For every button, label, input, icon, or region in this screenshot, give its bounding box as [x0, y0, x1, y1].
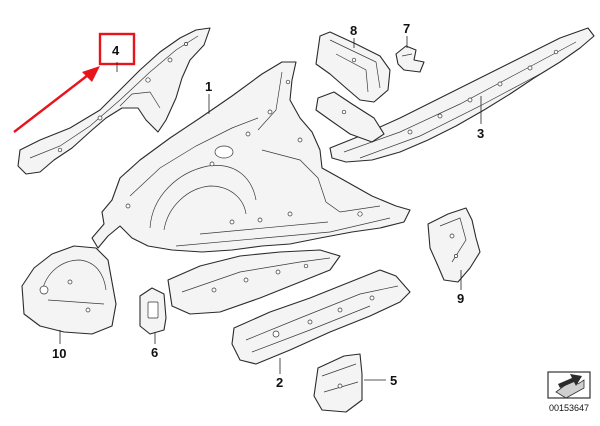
callout-4[interactable]: 4	[112, 43, 120, 58]
part-9-support-panel[interactable]	[427, 207, 481, 283]
part-4-upper-rail[interactable]	[17, 27, 211, 175]
part-1-wheelhouse-assembly[interactable]	[91, 61, 411, 253]
callout-10[interactable]: 10	[52, 346, 66, 361]
highlight-arrow-shaft	[13, 71, 93, 133]
callout-1[interactable]: 1	[205, 79, 212, 94]
highlight-arrow-head	[82, 66, 100, 82]
part-10-wheel-arch[interactable]	[21, 245, 117, 335]
part-5-box-reinforcement[interactable]	[313, 353, 363, 413]
part-8-reinforcement[interactable]	[315, 31, 391, 143]
callout-5[interactable]: 5	[390, 373, 397, 388]
callout-3[interactable]: 3	[477, 126, 484, 141]
callout-2[interactable]: 2	[276, 375, 283, 390]
callout-9[interactable]: 9	[457, 291, 464, 306]
callout-6[interactable]: 6	[151, 345, 158, 360]
part-3-side-member[interactable]	[329, 27, 595, 163]
callout-7[interactable]: 7	[403, 21, 410, 36]
part-7-small-bracket[interactable]	[395, 45, 425, 73]
part-2-floor-member[interactable]	[167, 249, 411, 365]
callout-8[interactable]: 8	[350, 23, 357, 38]
catalog-arrow-icon	[547, 371, 591, 399]
part-6-mount-bracket[interactable]	[139, 287, 167, 335]
diagram-id: 00153647	[549, 403, 589, 413]
